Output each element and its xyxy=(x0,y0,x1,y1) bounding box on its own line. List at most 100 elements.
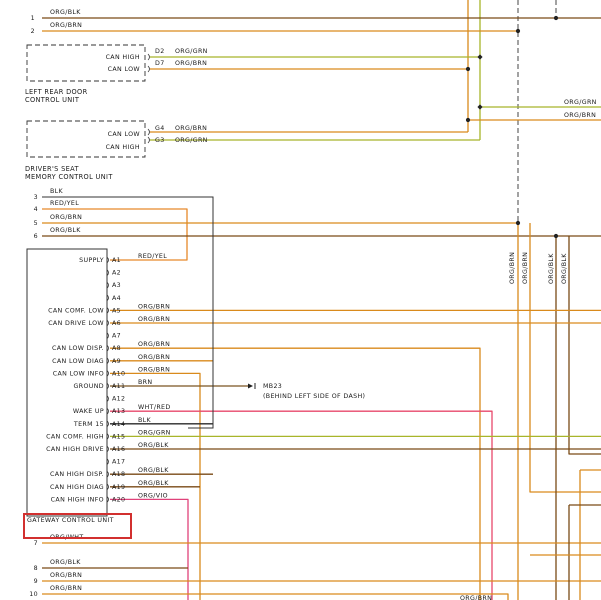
gateway-pin-a19: A19 xyxy=(112,484,125,491)
tick-d2 xyxy=(147,53,150,61)
wire-pin-10-org-brn xyxy=(42,593,509,600)
trunk-b-org-brn xyxy=(529,223,601,493)
lrd-caption-2: CONTROL UNIT xyxy=(25,96,80,104)
splice-pin-5 xyxy=(515,220,521,226)
drivers-seat-box xyxy=(26,120,146,158)
left-rear-door-box xyxy=(26,44,146,82)
pin-9-number: 9 xyxy=(34,578,38,585)
ds-caption-2: MEMORY CONTROL UNIT xyxy=(25,173,113,181)
pin-2-color: ORG/BRN xyxy=(50,22,82,29)
component-layer xyxy=(26,44,214,517)
gateway-color-a8: ORG/BRN xyxy=(138,341,170,348)
bottom-right-color: ORG/BRN xyxy=(460,595,492,600)
gateway-tick-a5 xyxy=(106,307,109,314)
gateway-pin-a3: A3 xyxy=(112,282,121,289)
gateway-pin-a6: A6 xyxy=(112,320,121,327)
pin-9-color: ORG/BRN xyxy=(50,572,82,579)
pin-10-number: 10 xyxy=(29,591,38,598)
gateway-signal-a14: TERM 15 xyxy=(73,421,104,428)
gateway-color-a13: WHT/RED xyxy=(138,404,171,411)
pin-5-number: 5 xyxy=(34,220,38,227)
splice-ds-brn xyxy=(465,117,471,123)
gateway-tick-a14 xyxy=(106,420,109,428)
trunk-d-org-blk xyxy=(568,236,601,455)
pin-7-number: 7 xyxy=(34,540,38,547)
gateway-tick-a12 xyxy=(106,395,109,402)
splice-lrd-grn xyxy=(477,54,483,60)
splice-layer xyxy=(248,15,559,389)
pin-1-number: 1 xyxy=(31,15,35,22)
gateway-wire-a13 xyxy=(110,410,493,600)
gateway-signal-a8: CAN LOW DISP. xyxy=(52,345,104,352)
gateway-tick-a15 xyxy=(106,433,109,440)
gateway-pin-a1: A1 xyxy=(112,257,121,264)
gateway-tick-a18 xyxy=(106,470,109,478)
vlabel-1: ORG/BRN xyxy=(509,252,516,284)
pin-10-color: ORG/BRN xyxy=(50,585,82,592)
gateway-pin-a8: A8 xyxy=(112,345,121,352)
lrd-can-low-label: CAN LOW xyxy=(108,66,141,73)
gateway-color-a15: ORG/GRN xyxy=(138,429,171,436)
tick-g4 xyxy=(147,128,150,136)
gateway-pin-a5: A5 xyxy=(112,307,121,314)
gateway-signal-a16: CAN HIGH DRIVE xyxy=(46,446,104,453)
gateway-signal-a9: CAN LOW DIAG xyxy=(52,358,104,365)
lrd-d7-color: ORG/BRN xyxy=(175,60,207,67)
splice-1 xyxy=(553,15,559,21)
right-org-grn-label: ORG/GRN xyxy=(564,99,597,106)
gateway-wire-a10 xyxy=(110,372,201,600)
lrd-caption-1: LEFT REAR DOOR xyxy=(25,88,88,96)
gateway-color-a14: BLK xyxy=(138,417,152,424)
gateway-color-a9: ORG/BRN xyxy=(138,354,170,361)
gateway-wire-a20 xyxy=(110,498,189,600)
vlabel-2: ORG/BRN xyxy=(522,252,529,284)
gateway-tick-a17 xyxy=(106,458,109,465)
gateway-pin-a4: A4 xyxy=(112,295,121,302)
gateway-pin-a14: A14 xyxy=(112,421,125,428)
wire-layer xyxy=(42,0,601,600)
gateway-tick-a3 xyxy=(106,281,109,289)
gateway-color-a5: ORG/BRN xyxy=(138,303,170,310)
gateway-signal-a5: CAN COMF. LOW xyxy=(48,307,104,314)
gateway-control-unit-caption: GATEWAY CONTROL UNIT xyxy=(27,517,114,524)
gateway-control-unit-highlight[interactable]: GATEWAY CONTROL UNIT xyxy=(23,513,132,539)
gateway-tick-a2 xyxy=(106,269,109,276)
ground-note: (BEHIND LEFT SIDE OF DASH) xyxy=(263,393,365,400)
gateway-color-a11: BRN xyxy=(138,379,152,386)
ds-caption-1: DRIVER'S SEAT xyxy=(25,165,80,173)
gateway-signal-a11: GROUND xyxy=(74,383,104,390)
gateway-tick-a8 xyxy=(106,344,109,352)
gateway-color-a16: ORG/BLK xyxy=(138,442,169,449)
gateway-tick-a1 xyxy=(106,256,109,264)
splice-2 xyxy=(515,28,521,34)
gateway-tick-a6 xyxy=(106,319,109,327)
gateway-tick-a10 xyxy=(106,370,109,377)
lrd-d2-color: ORG/GRN xyxy=(175,48,208,55)
gateway-signal-a1: SUPPLY xyxy=(79,257,104,264)
gateway-tick-a16 xyxy=(106,445,109,453)
vlabel-4: ORG/BLK xyxy=(561,253,568,284)
gateway-pin-a7: A7 xyxy=(112,333,121,340)
gateway-color-a18: ORG/BLK xyxy=(138,467,169,474)
gateway-pin-a18: A18 xyxy=(112,471,125,478)
splice-lrd-brn xyxy=(465,66,471,72)
ds-pin-g3: G3 xyxy=(155,137,165,144)
pin-8-number: 8 xyxy=(34,565,38,572)
gateway-color-a6: ORG/BRN xyxy=(138,316,170,323)
gateway-color-a19: ORG/BLK xyxy=(138,480,169,487)
lrd-pin-d2: D2 xyxy=(155,48,165,55)
gateway-color-a10: ORG/BRN xyxy=(138,366,170,373)
gateway-signal-a20: CAN HIGH INFO xyxy=(51,496,104,503)
gateway-pin-a9: A9 xyxy=(112,358,121,365)
right-org-brn-label: ORG/BRN xyxy=(564,112,596,119)
ds-g3-color: ORG/GRN xyxy=(175,137,208,144)
pin-6-color: ORG/BLK xyxy=(50,227,81,234)
tick-d7 xyxy=(147,65,150,73)
gateway-tick-a7 xyxy=(106,332,109,339)
pin-8-color: ORG/BLK xyxy=(50,559,81,566)
gateway-pin-a17: A17 xyxy=(112,459,125,466)
gateway-pin-a15: A15 xyxy=(112,433,125,440)
pin-1-color: ORG/BLK xyxy=(50,9,81,16)
ds-pin-g4: G4 xyxy=(155,125,165,132)
gateway-tick-a20 xyxy=(106,496,109,503)
